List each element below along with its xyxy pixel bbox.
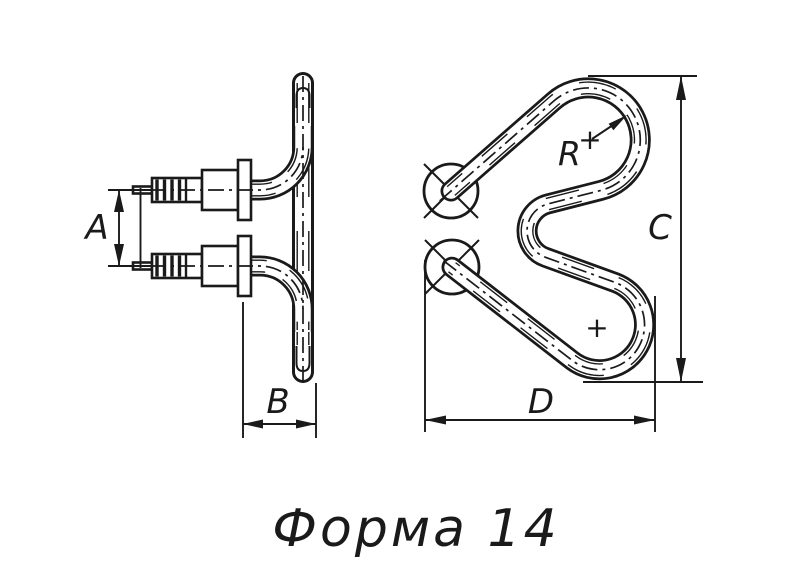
dimension-D: D: [424, 260, 656, 432]
radius-label: R: [558, 134, 581, 173]
dimension-A: A: [83, 188, 151, 268]
side-view-centerlines: [150, 76, 304, 380]
lower-bend-tube: [238, 255, 314, 332]
top-arc-center-mark: +: [578, 123, 601, 156]
side-view: A B: [83, 72, 317, 438]
front-view: R + + C D: [422, 75, 703, 432]
upper-bend-tube: [238, 126, 314, 201]
dim-label-B: B: [266, 382, 289, 422]
dim-label-A: A: [83, 208, 108, 248]
dimension-C: C: [583, 75, 703, 383]
radius-annotation: R +: [558, 115, 627, 173]
serpentine-tube: [439, 77, 656, 381]
dim-label-D: D: [528, 382, 554, 422]
dimension-B: B: [242, 302, 317, 438]
form-caption: Форма 14: [272, 499, 559, 559]
dim-label-C: C: [648, 208, 672, 248]
bottom-arc-center-mark: +: [585, 311, 608, 344]
